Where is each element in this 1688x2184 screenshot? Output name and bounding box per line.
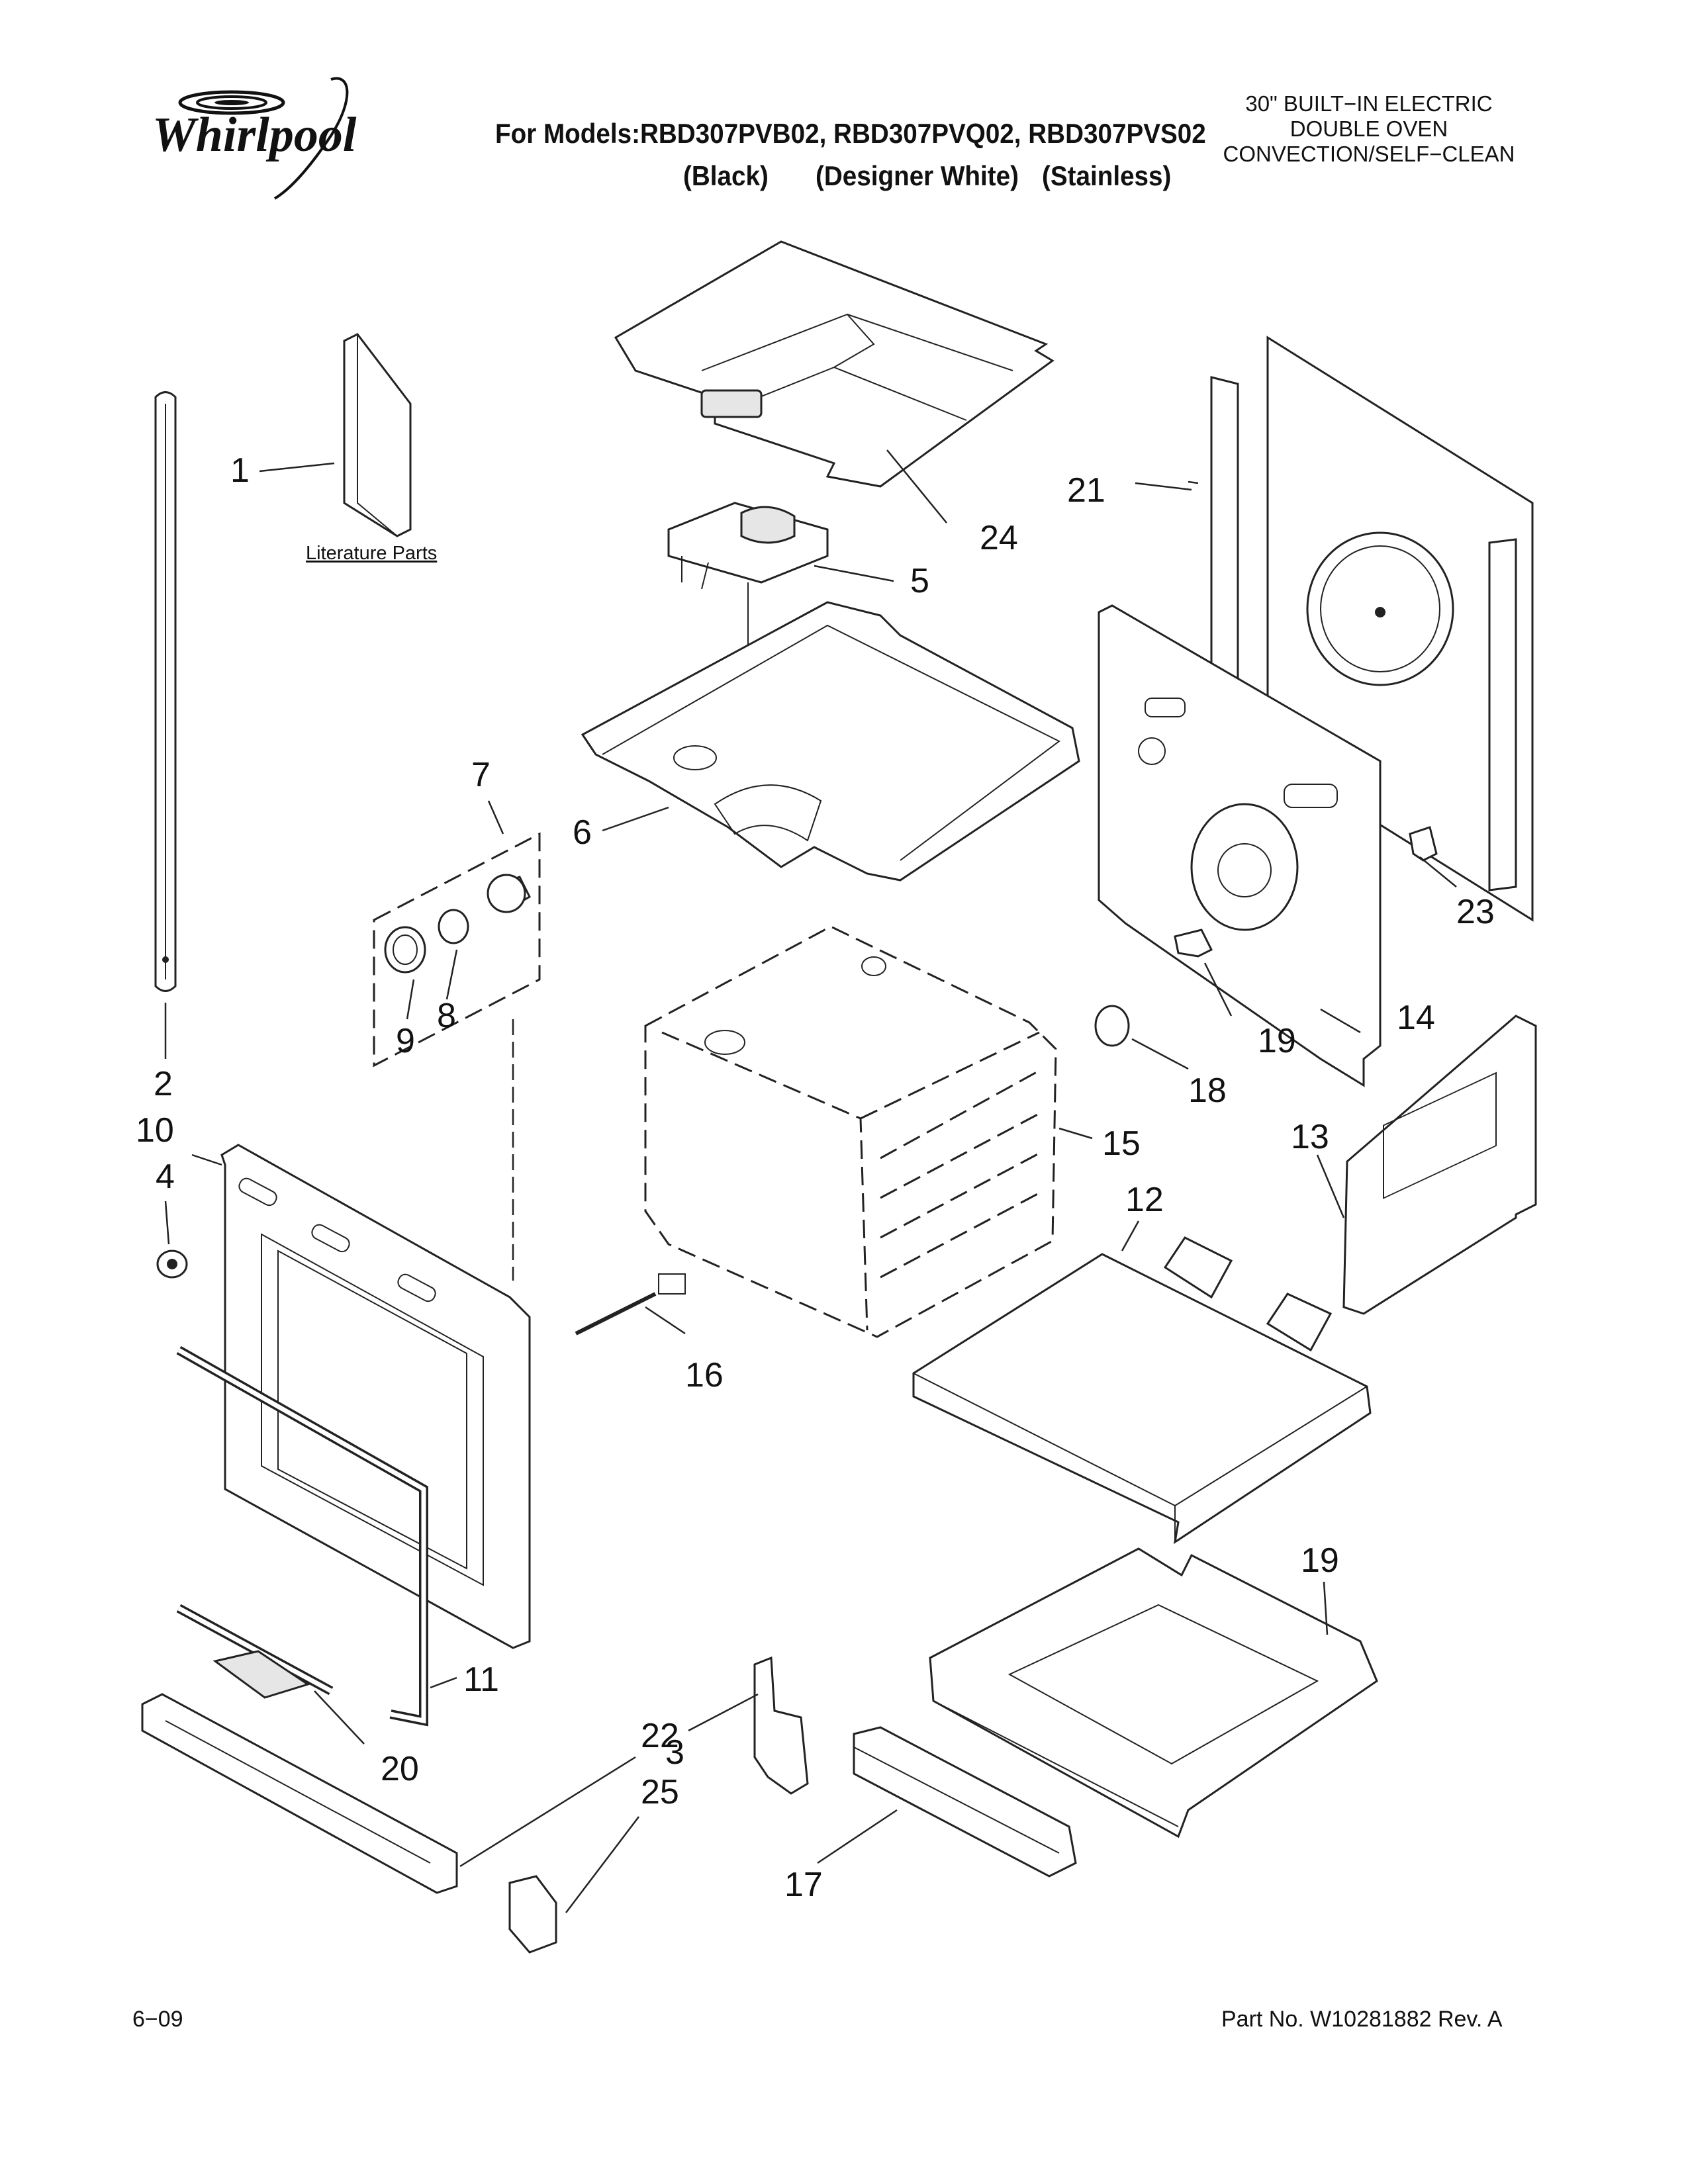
part-2-vertical-trim (154, 391, 177, 992)
callout-19-lower: 19 (1301, 1541, 1339, 1580)
models-line: For Models:RBD307PVB02, RBD307PVQ02, RBD… (495, 118, 1206, 149)
callout-17: 17 (784, 1866, 823, 1904)
part-10-front-frame (220, 1144, 531, 1649)
part-20-strip (212, 1650, 310, 1699)
product-desc-line-1: 30" BUILT−IN ELECTRIC (1245, 91, 1493, 116)
callout-2: 2 (154, 1065, 173, 1103)
callout-10: 10 (136, 1111, 174, 1150)
part-18-thermostat (1094, 1005, 1130, 1047)
whirlpool-swirl-icon: Whirlpool (152, 77, 357, 200)
callout-13: 13 (1291, 1118, 1329, 1156)
part-5-control-assembly (667, 502, 829, 728)
literature-parts-label: Literature Parts (306, 543, 437, 564)
callout-14: 14 (1397, 999, 1435, 1037)
callout-4: 4 (156, 1158, 175, 1196)
callout-7: 7 (471, 756, 491, 794)
callout-5: 5 (910, 562, 929, 600)
part-17-channel (853, 1726, 1077, 1878)
part-16-sensor (575, 1273, 686, 1336)
part-7-selector-group (373, 832, 541, 1281)
callout-20: 20 (381, 1750, 419, 1788)
part-1-literature: Literature Parts (306, 333, 437, 564)
callout-22: 22 (641, 1717, 679, 1755)
callout-25: 25 (641, 1773, 679, 1811)
whirlpool-logo: Whirlpool (132, 73, 397, 205)
callout-12: 12 (1125, 1181, 1164, 1219)
part-14-convection-panel (1098, 604, 1382, 1087)
callout-11: 11 (463, 1661, 499, 1699)
callout-numbers: 1 2 3 4 5 6 7 8 9 10 11 12 13 14 15 16 1… (136, 451, 1495, 1904)
callout-18: 18 (1188, 1071, 1227, 1110)
part-11-gasket (176, 1345, 428, 1727)
part-23-bracket (1409, 826, 1438, 862)
part-13-side-panel (1342, 1015, 1537, 1315)
part-19-small-bracket (1174, 929, 1213, 958)
color-black: (Black) (683, 160, 769, 191)
color-designer-white: (Designer White) (816, 160, 1019, 191)
callout-19-upper: 19 (1258, 1022, 1296, 1060)
product-desc-line-3: CONVECTION/SELF−CLEAN (1223, 142, 1515, 166)
callout-24: 24 (980, 519, 1018, 557)
callout-16: 16 (685, 1356, 724, 1394)
callout-23: 23 (1456, 893, 1495, 931)
part-19-bottom-pan (929, 1547, 1378, 1839)
product-desc-line-2: DOUBLE OVEN (1289, 116, 1448, 141)
callout-1: 1 (230, 451, 250, 490)
callout-8: 8 (437, 997, 456, 1035)
callout-6: 6 (573, 813, 592, 852)
brand-wordmark: Whirlpool (152, 108, 357, 162)
part-24-top-panel (614, 240, 1055, 488)
part-6-oven-top (581, 601, 1080, 882)
product-description: 30" BUILT−IN ELECTRIC DOUBLE OVEN CONVEC… (1184, 91, 1554, 167)
footer-part-number: Part No. W10281882 Rev. A (1221, 2007, 1503, 2032)
part-3-bracket (753, 1656, 809, 1795)
callout-9: 9 (396, 1022, 415, 1060)
color-stainless: (Stainless) (1042, 160, 1172, 191)
callout-15: 15 (1102, 1124, 1141, 1163)
callout-21: 21 (1067, 471, 1105, 510)
leader-lines (164, 449, 1457, 1913)
footer-date: 6−09 (132, 2007, 183, 2032)
part-15-oven-liner (644, 925, 1057, 1338)
part-4-knob (156, 1250, 188, 1279)
callout-3: 3 (665, 1733, 684, 1772)
part-25-clip (508, 1875, 557, 1954)
part-12-heat-shield (912, 1236, 1372, 1545)
part-22-bottom-trim (141, 1693, 458, 1894)
